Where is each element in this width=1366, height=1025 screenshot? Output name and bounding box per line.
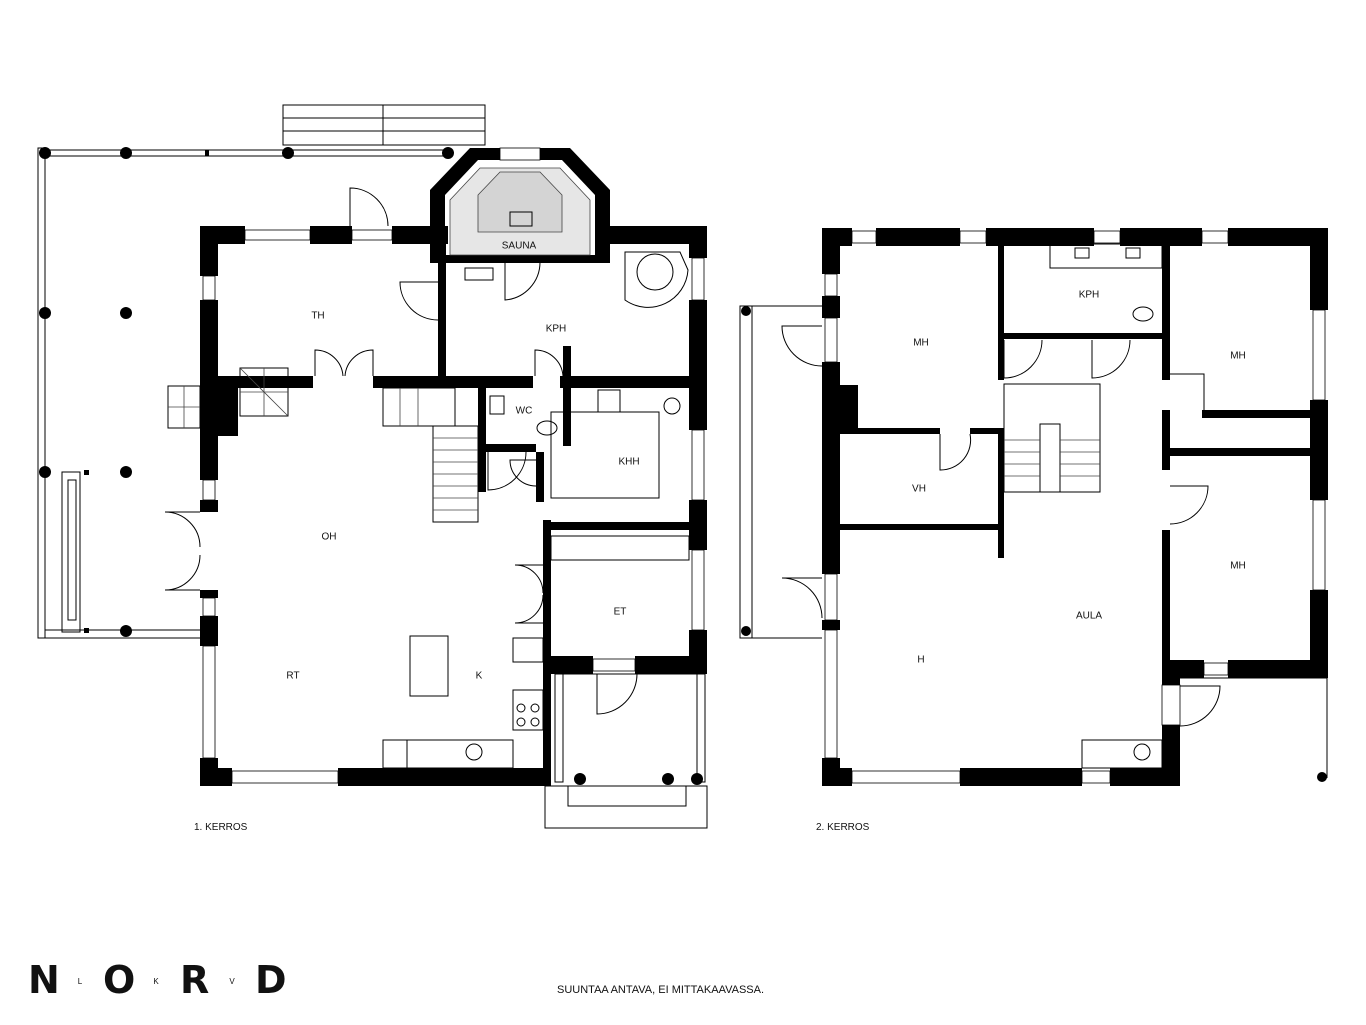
floor-1-fixtures (382, 167, 708, 829)
logo-letter-o: O (103, 958, 135, 1002)
room-label-th: TH (311, 311, 324, 322)
room-label-khh: KHH (618, 457, 639, 468)
terrace (37, 104, 486, 639)
floor-2-title: 2. KERROS (816, 822, 870, 833)
room-label-kph: KPH (546, 324, 567, 335)
room-label-rt: RT (286, 671, 299, 682)
room-label-kph-2: KPH (1079, 290, 1100, 301)
floor-2-walls (822, 228, 1328, 786)
disclaimer-text: SUUNTAA ANTAVA, EI MITTAKAAVASSA. (557, 984, 764, 996)
floor-1-walls (200, 148, 707, 786)
room-label-wc: WC (516, 406, 533, 417)
logo-small-v: V (229, 977, 235, 986)
room-label-mh-3: MH (1230, 561, 1246, 572)
room-label-vh: VH (912, 484, 926, 495)
brand-logo: N L O K R V D (28, 958, 287, 1002)
floor-1-room-labels: TH KPH SAUNA WC KHH OH ET RT K (286, 241, 639, 682)
floor-2-fixtures (1003, 243, 1163, 769)
logo-letter-r: R (180, 958, 209, 1002)
room-label-mh-2: MH (1230, 351, 1246, 362)
floor-1-doors (164, 187, 638, 715)
floor-1-windows (202, 147, 705, 784)
logo-small-l: L (78, 977, 83, 986)
floor-2-doors (781, 325, 1221, 727)
room-label-et: ET (614, 607, 627, 618)
floor-2-plan: MH KPH MH VH MH AULA H 2. KERROS (739, 228, 1328, 833)
logo-small-k: K (153, 977, 159, 986)
room-label-sauna: SAUNA (502, 241, 537, 252)
room-label-h: H (917, 655, 924, 666)
floor-1-title: 1. KERROS (194, 822, 248, 833)
floor-2-room-labels: MH KPH MH VH MH AULA H (912, 290, 1246, 666)
logo-letter-d: D (255, 958, 287, 1002)
room-label-k: K (476, 671, 483, 682)
room-label-aula: AULA (1076, 611, 1102, 622)
floor-1-plan: TH KPH SAUNA WC KHH OH ET RT K 1. KERROS (37, 104, 708, 833)
room-label-oh: OH (322, 532, 337, 543)
logo-letter-n: N (28, 958, 60, 1002)
room-label-mh-1: MH (913, 338, 929, 349)
floor-2-windows (824, 230, 1326, 784)
